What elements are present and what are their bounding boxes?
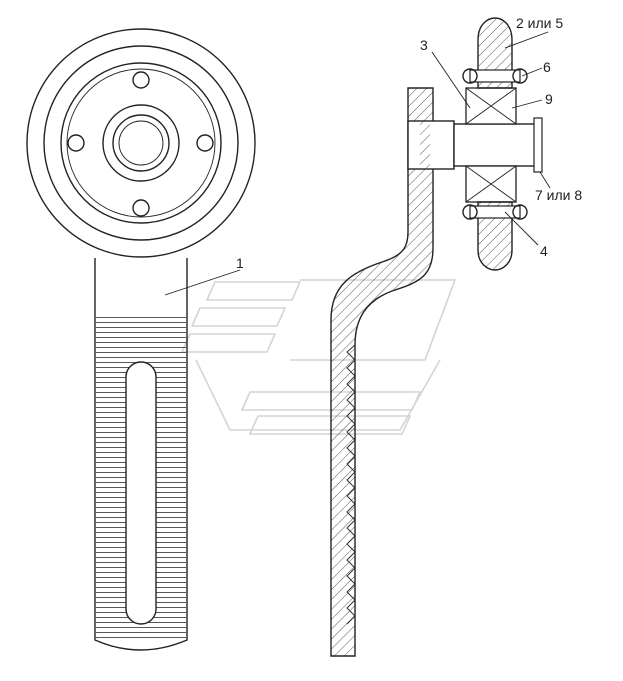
bolt-hole-left (67, 134, 85, 152)
label-part-1: 1 (236, 255, 244, 271)
slot (125, 361, 157, 625)
label-part-4: 4 (540, 243, 548, 259)
watermark-logo (180, 279, 457, 435)
rivet-upper-right (512, 68, 528, 84)
callout-labels: 1 2 или 5 3 4 6 7 или 8 9 (236, 15, 582, 271)
washer-upper (469, 69, 521, 83)
shaft-collar (407, 120, 455, 170)
hub (102, 104, 180, 182)
retaining-ring (533, 117, 543, 173)
front-view-lever (26, 28, 256, 651)
serrated-edge (346, 344, 356, 625)
label-part-9: 9 (545, 91, 553, 107)
leader-lines (164, 31, 551, 296)
label-part-6: 6 (543, 59, 551, 75)
bolt-hole-top (132, 71, 150, 89)
rivet-upper-left (462, 68, 478, 84)
label-part-3: 3 (420, 37, 428, 53)
rivet-lower-left (462, 204, 478, 220)
bolt-hole-bottom (132, 199, 150, 217)
bracket-section (330, 87, 434, 657)
bolt-hole-right (196, 134, 214, 152)
label-part-2-or-5: 2 или 5 (516, 15, 563, 31)
shaft (453, 123, 539, 167)
rivet-lower-right (512, 204, 528, 220)
sprocket-lower (477, 201, 513, 271)
pulley-outer-rim (26, 28, 256, 258)
label-part-7-or-8: 7 или 8 (535, 187, 582, 203)
side-section-view (330, 17, 543, 657)
